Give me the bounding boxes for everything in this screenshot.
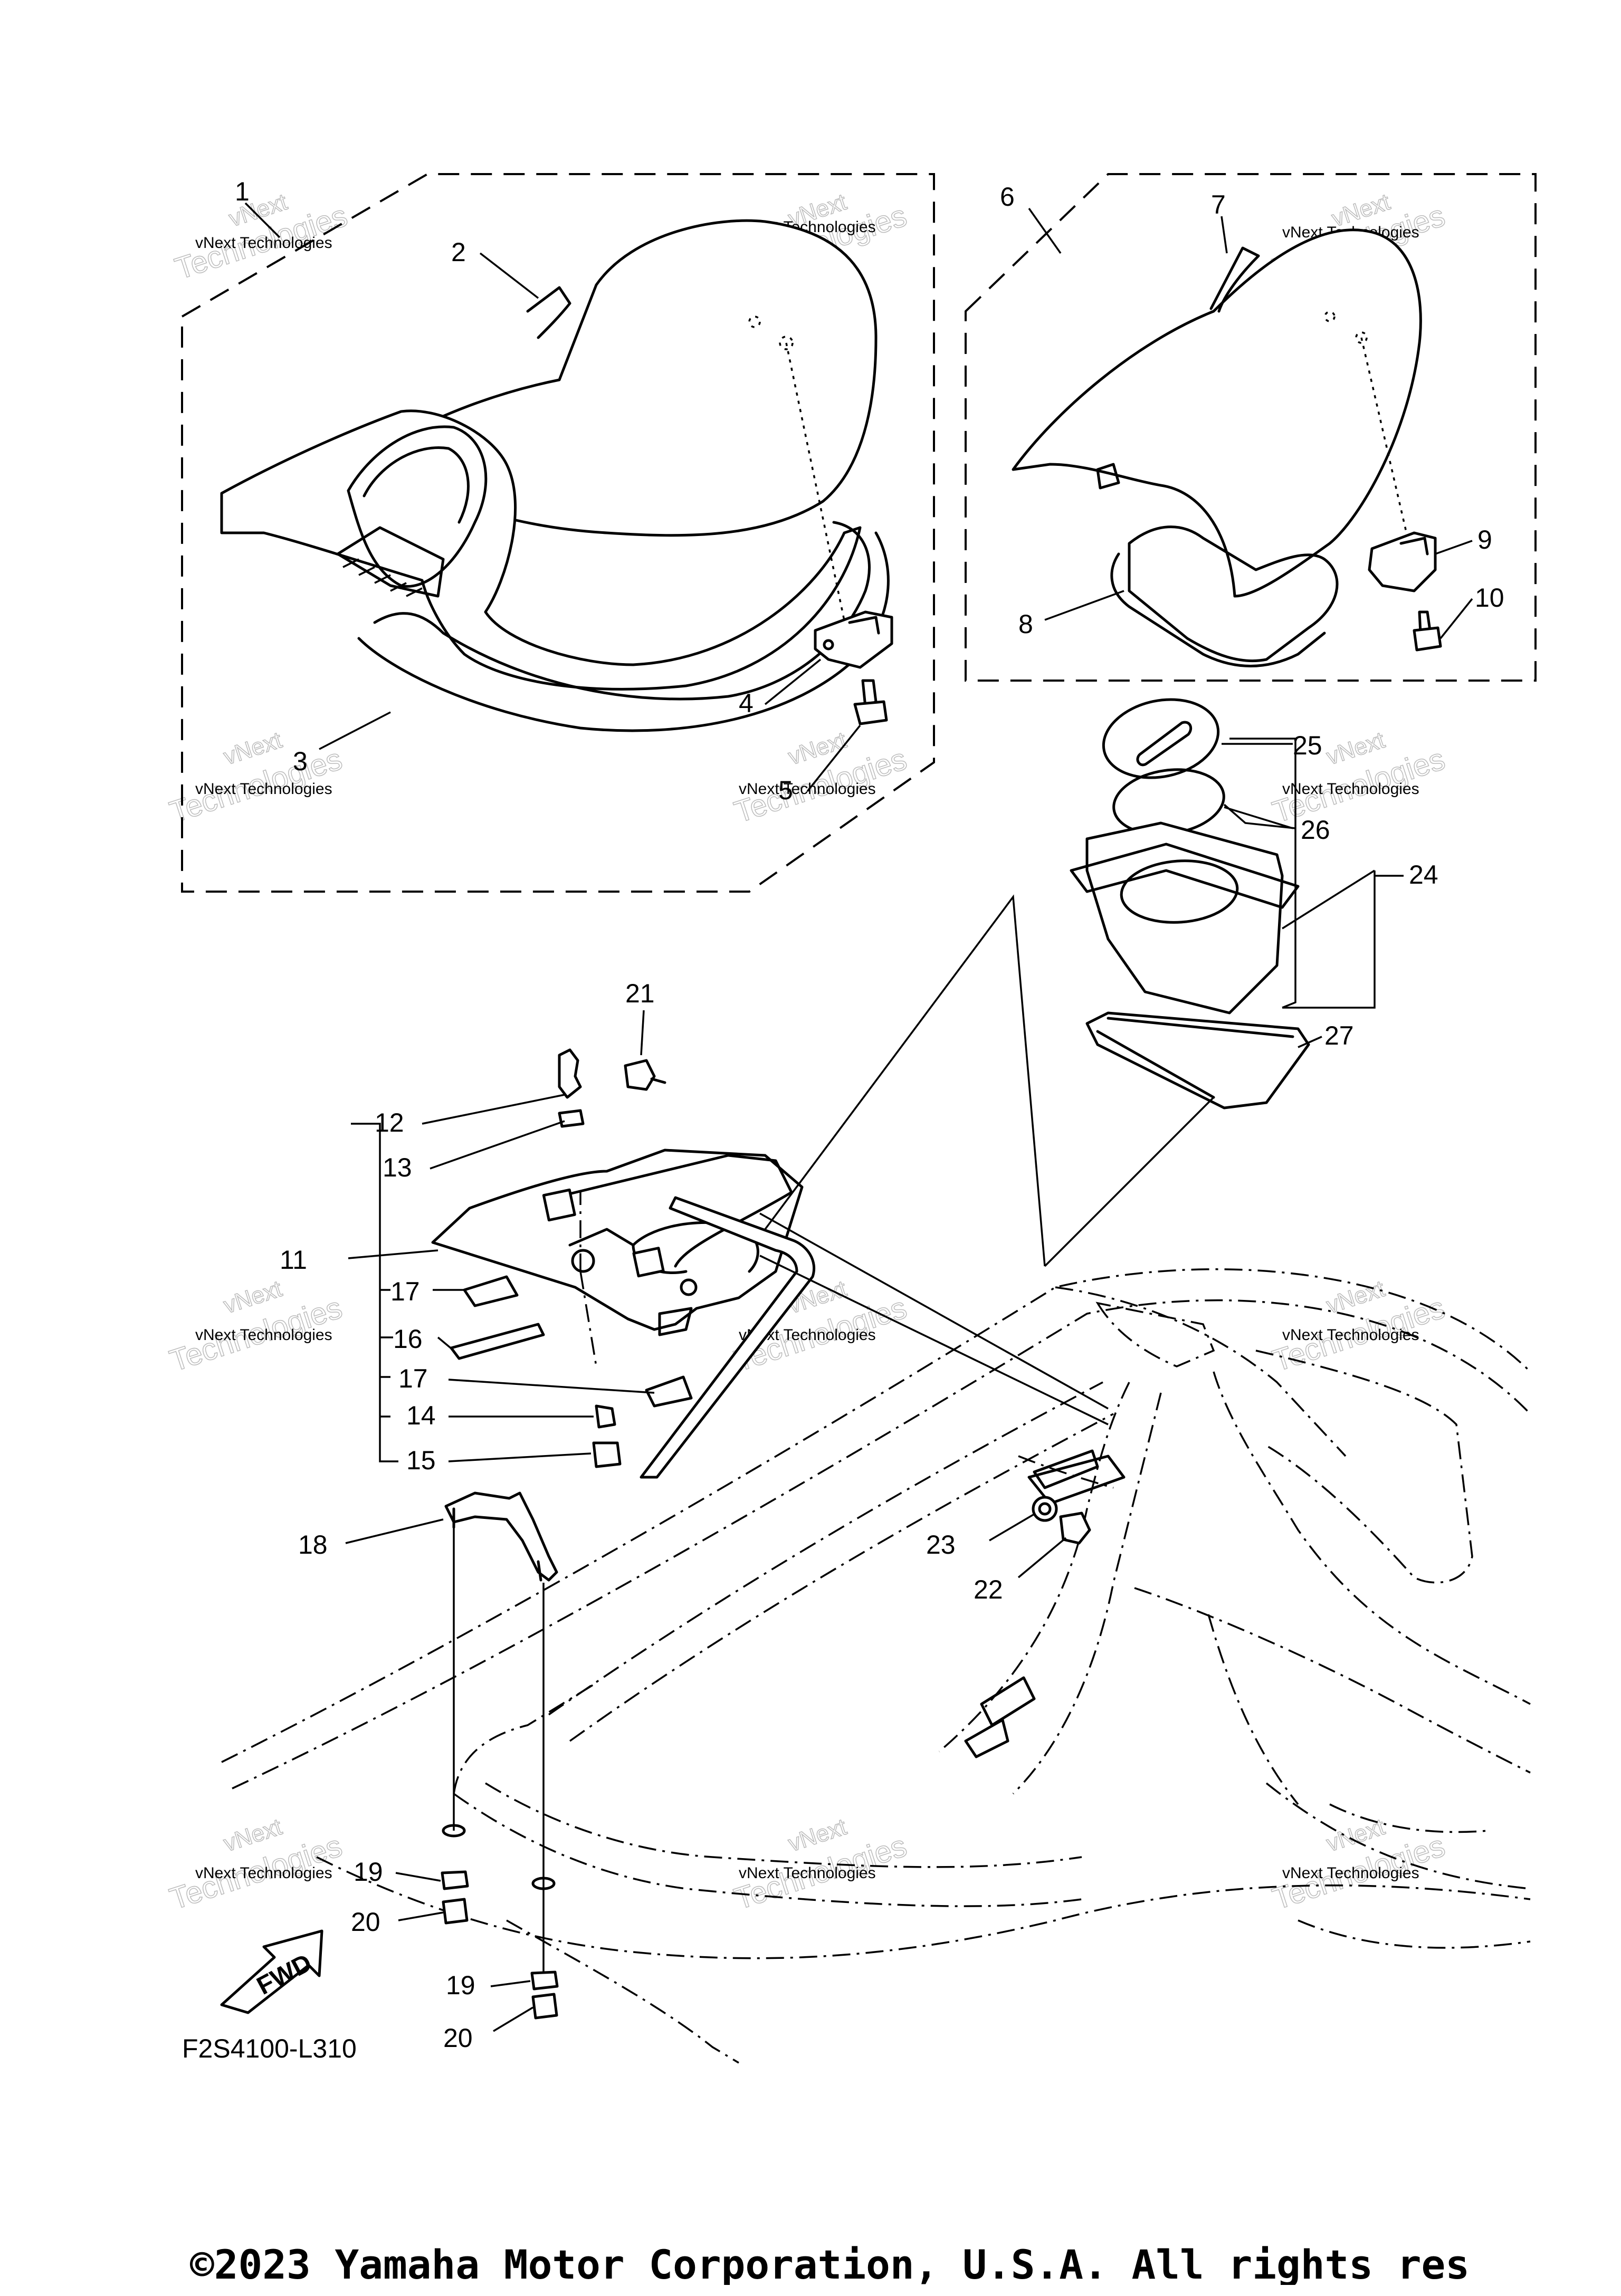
rear-hardware — [1027, 1455, 1126, 1545]
callout-8: 8 — [1018, 609, 1033, 639]
callout-2: 2 — [451, 237, 466, 267]
callout-23: 23 — [926, 1530, 956, 1560]
fwd-arrow-icon — [220, 1929, 323, 2014]
frame-stud-bolt — [558, 1048, 582, 1099]
watermark-4: vNext Technologies vNext Technologies — [165, 726, 347, 830]
callout-21: 21 — [625, 979, 655, 1008]
callouts: 1 2 3 4 5 6 7 8 9 10 11 12 13 14 15 16 1… — [235, 177, 1504, 2053]
svg-text:vNext Technologies: vNext Technologies — [1282, 780, 1419, 798]
callout-12: 12 — [375, 1108, 404, 1137]
callout-7: 7 — [1211, 190, 1226, 219]
svg-text:vNext Technologies: vNext Technologies — [195, 1864, 332, 1882]
callout-10: 10 — [1475, 583, 1504, 613]
frame-hex-bolt — [624, 1059, 656, 1091]
svg-text:vNext Technologies: vNext Technologies — [1282, 1326, 1419, 1344]
callout-1: 1 — [235, 177, 250, 206]
rear-seat-box — [965, 173, 1537, 682]
frame-damper-strip — [450, 1323, 545, 1360]
rear-seat-cushion — [1012, 228, 1422, 598]
hull-outline — [221, 1268, 1531, 2064]
callout-19b: 19 — [446, 1970, 475, 2000]
callout-14: 14 — [406, 1401, 436, 1430]
callout-13: 13 — [383, 1153, 412, 1182]
callout-17b: 17 — [398, 1364, 428, 1393]
seat-base — [220, 409, 862, 691]
seat-screw-hole — [779, 336, 794, 350]
watermark-10: vNext Technologies vNext Technologies — [165, 1813, 347, 1917]
callout-27: 27 — [1324, 1021, 1354, 1050]
seat-hook-bracket — [814, 610, 893, 669]
callout-5: 5 — [778, 776, 793, 805]
frame-seal-strip — [463, 1275, 519, 1307]
svg-text:vNext Technologies: vNext Technologies — [1282, 1864, 1419, 1882]
svg-text:vNext Technologies: vNext Technologies — [195, 1326, 332, 1344]
frame-nut — [595, 1404, 616, 1429]
svg-text:vNext Technologies: vNext Technologies — [739, 1864, 876, 1882]
callout-15: 15 — [406, 1446, 436, 1475]
callout-20a: 20 — [351, 1907, 380, 1937]
callout-19a: 19 — [354, 1857, 383, 1887]
frame-latch-a — [542, 1188, 576, 1222]
seat-assembly-dashed-box — [181, 173, 935, 893]
watermark-12: vNext Technologies vNext Technologies — [1268, 1813, 1450, 1917]
copyright-footer: ©2023 Yamaha Motor Corporation, U.S.A. A… — [190, 2245, 1470, 2285]
callout-4: 4 — [739, 688, 754, 718]
frame-cap-nut — [592, 1441, 622, 1468]
fwd-arrow: FWD — [220, 1929, 323, 2014]
svg-text:vNext Technologies: vNext Technologies — [195, 780, 332, 798]
callout-6: 6 — [1000, 182, 1015, 212]
storage-container — [1085, 821, 1284, 1015]
rear-seat-gasket — [1110, 525, 1339, 667]
rear-pad — [1027, 1455, 1126, 1505]
seat-assembly-box — [181, 173, 935, 893]
rear-grommet — [1032, 1496, 1058, 1522]
washer-front — [441, 1870, 469, 1890]
bracket-assembly — [441, 1491, 559, 2020]
storage-gasket — [1085, 1011, 1310, 1109]
watermark-9: vNext Technologies vNext Technologies — [1268, 1275, 1450, 1379]
callout-18: 18 — [298, 1530, 328, 1560]
leader-lines — [244, 202, 1473, 2032]
callout-9: 9 — [1477, 525, 1492, 554]
frame-washer — [558, 1109, 585, 1128]
callout-26: 26 — [1301, 815, 1330, 845]
hull-hole-front — [442, 1824, 466, 1838]
rear-nut — [1059, 1511, 1091, 1545]
svg-text:vNext Technologies: vNext Technologies — [739, 780, 876, 798]
callout-20b: 20 — [443, 2023, 473, 2053]
callout-16: 16 — [393, 1324, 423, 1354]
frame-latch-b — [632, 1247, 665, 1278]
bracket — [444, 1491, 558, 1582]
storage-bin-group — [1070, 698, 1376, 1109]
callout-25: 25 — [1293, 731, 1322, 760]
callout-24: 24 — [1409, 860, 1438, 889]
callout-3: 3 — [293, 747, 308, 776]
callout-22: 22 — [974, 1575, 1003, 1604]
rear-seat-dashed-box — [965, 173, 1537, 682]
seat-gasket — [357, 521, 890, 732]
frame-pad-rear — [645, 1375, 693, 1408]
frame-rail — [640, 1196, 816, 1479]
diagram-code: F2S4100-L310 — [182, 2034, 357, 2063]
watermark-5: vNext Technologies vNext Technologies — [730, 726, 911, 830]
svg-text:vNext Technologies: vNext Technologies — [195, 234, 332, 252]
frame-grommet — [571, 1249, 595, 1273]
callout-17a: 17 — [390, 1277, 420, 1306]
washer-rear — [530, 1970, 559, 1991]
watermark-11: vNext Technologies vNext Technologies — [730, 1813, 911, 1917]
callout-11: 11 — [280, 1245, 307, 1275]
nut-front — [442, 1898, 469, 1925]
watermark-7: vNext Technologies vNext Technologies — [165, 1275, 347, 1379]
nut-rear — [531, 1993, 558, 2020]
watermark-1: vNext Technologies vNext Technologies — [170, 188, 352, 286]
rear-seat-hook-bracket — [1368, 531, 1437, 592]
seat-frame-assembly — [431, 1048, 1109, 1479]
exploded-parts-diagram: vNext Technologies vNext Technologies vN… — [165, 173, 1537, 2064]
seat-frame — [431, 1149, 804, 1331]
